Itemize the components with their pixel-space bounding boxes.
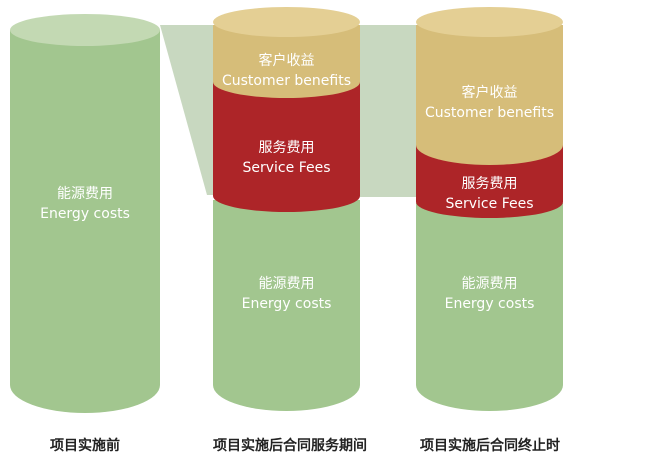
column-2-energy-label-cn: 能源费用 [259,276,315,292]
column-3-energy-label-en: Energy costs [445,296,535,312]
column-1-top-cap [10,14,160,46]
column-during-contract: 客户收益 Customer benefits 服务费用 Service Fees… [213,7,360,411]
column-2-customer-label-en: Customer benefits [222,73,351,89]
column-before-project: 能源费用 Energy costs [10,14,160,413]
column-2-service-label-en: Service Fees [243,160,331,176]
column-3-service-label-cn: 服务费用 [462,176,518,192]
column-2-customer-segment [213,25,360,98]
column-1-energy-label-cn: 能源费用 [57,186,113,202]
column-2-service-segment [213,80,360,212]
caption-during-contract: 项目实施后合同服务期间 [213,438,367,454]
column-1-energy-segment [10,30,160,413]
column-3-top-cap [416,7,563,37]
column-1-energy-label-en: Energy costs [40,206,130,222]
column-3-customer-label-cn: 客户收益 [462,84,518,101]
connector-band-1 [160,25,213,195]
column-2-top-cap [213,7,360,37]
caption-before-project: 项目实施前 [50,438,120,454]
column-3-customer-segment [416,25,563,165]
column-2-customer-label-cn: 客户收益 [259,52,315,69]
caption-contract-end: 项目实施后合同终止时 [420,438,560,454]
column-2-service-label-cn: 服务费用 [259,140,315,156]
column-contract-end: 客户收益 Customer benefits 服务费用 Service Fees… [416,7,563,411]
column-2-energy-label-en: Energy costs [242,296,332,312]
column-3-service-label-en: Service Fees [446,196,534,212]
column-3-customer-label-en: Customer benefits [425,105,554,121]
column-3-energy-segment [416,203,563,411]
column-2-energy-segment [213,200,360,411]
column-3-energy-label-cn: 能源费用 [462,276,518,292]
connector-band-2 [360,25,416,197]
